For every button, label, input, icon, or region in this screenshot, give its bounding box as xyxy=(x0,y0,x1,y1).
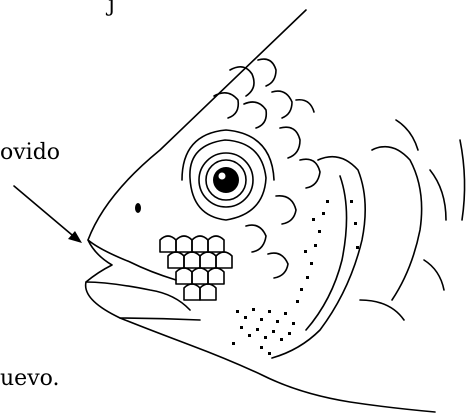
mouth-scales xyxy=(160,236,232,300)
speckled-patch xyxy=(232,200,359,355)
eye xyxy=(182,130,274,220)
pointer-arrow xyxy=(14,186,82,243)
nostril xyxy=(135,203,141,213)
gill-cover xyxy=(272,120,465,358)
